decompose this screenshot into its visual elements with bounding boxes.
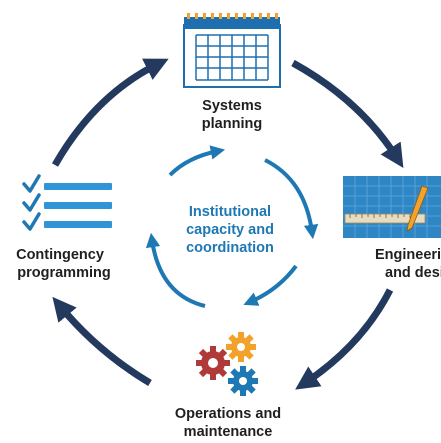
inner-arrow-left	[145, 232, 206, 308]
stage-systems-planning: Systems planning	[183, 13, 281, 132]
center-line-1: Institutional	[189, 204, 271, 220]
stage-label-line-1: Engineering	[375, 247, 441, 263]
gear-blue-icon	[228, 366, 258, 396]
stage-contingency-programming: Contingency programming	[16, 174, 112, 281]
stage-label-line-2: and design	[385, 265, 441, 281]
gear-red-icon	[196, 346, 230, 380]
gear-orange-icon	[226, 332, 256, 362]
blueprint-ruler-pencil-icon	[343, 176, 441, 238]
stage-label-line-1: Systems	[202, 98, 262, 114]
center-line-2: capacity and	[186, 222, 274, 238]
checklist-icon	[22, 174, 112, 231]
stage-engineering-design: Engineering and design	[343, 176, 441, 281]
arrow-engineering-to-operations	[295, 288, 394, 390]
stage-operations-maintenance: Operations and maintenance	[175, 332, 281, 440]
calendar-icon	[183, 13, 281, 88]
center-label: Institutional capacity and coordination	[186, 204, 274, 256]
inner-arrow-bottom	[243, 264, 298, 306]
stage-label-line-2: programming	[17, 265, 110, 281]
inner-arrow-top	[168, 145, 226, 177]
check-mark-icon	[22, 212, 41, 231]
outer-cycle-arrows	[51, 58, 404, 390]
arrow-planning-to-engineering	[291, 59, 404, 169]
stage-label-line-1: Contingency	[16, 247, 104, 263]
check-mark-icon	[22, 174, 41, 193]
check-mark-icon	[22, 193, 41, 212]
stage-label-line-2: maintenance	[184, 424, 273, 440]
inner-cycle-arrows	[145, 145, 319, 308]
arrow-contingency-to-planning	[51, 58, 169, 167]
inner-arrow-right	[264, 158, 319, 240]
center-line-3: coordination	[186, 240, 274, 256]
arrow-operations-to-contingency	[52, 296, 152, 387]
stage-label-line-1: Operations and	[175, 406, 281, 422]
gears-icon	[196, 332, 258, 396]
stage-label-line-2: planning	[202, 116, 262, 132]
